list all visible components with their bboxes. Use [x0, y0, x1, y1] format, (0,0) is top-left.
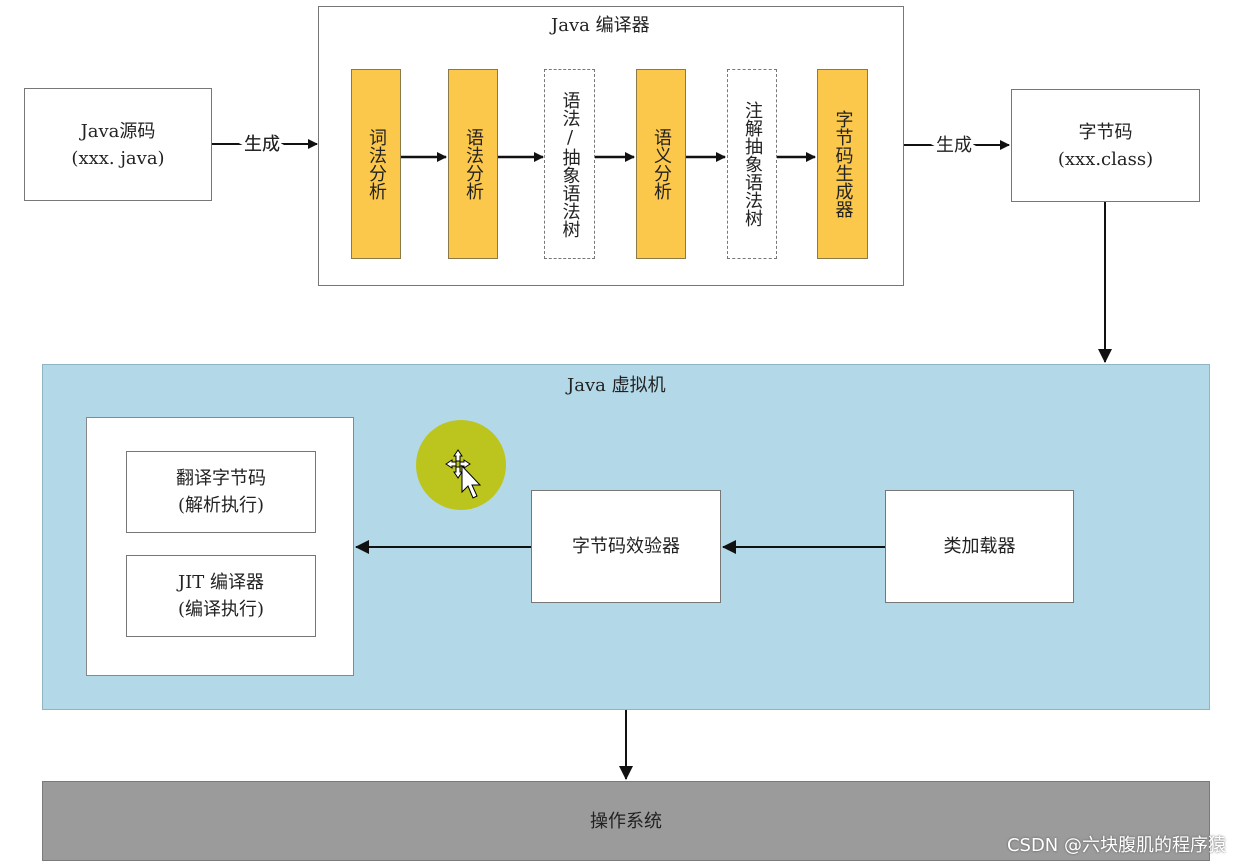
generate-label-right: 生成 [936, 135, 972, 156]
interpret-box: 翻译字节码 (解析执行) [126, 451, 316, 533]
syntax-tree-label: 语法/抽象语法树 [559, 90, 581, 238]
semantic-analysis-stage: 语义分析 [636, 69, 686, 259]
bytecode-generator-stage: 字节码生成器 [817, 69, 868, 259]
bytecode-verifier-label: 字节码效验器 [572, 536, 680, 557]
java-vm-title: Java 虚拟机 [567, 375, 666, 396]
class-loader-box: 类加载器 [885, 490, 1074, 603]
bytecode-label: 字节码 [1078, 121, 1133, 143]
jit-compiler-label: JIT 编译器 [177, 572, 265, 593]
interpret-mode: (解析执行) [177, 495, 265, 516]
jit-compiler-mode: (编译执行) [177, 599, 265, 620]
generate-label-left: 生成 [244, 134, 280, 155]
syntax-analysis-label: 语法分析 [463, 128, 484, 200]
operating-system-box: 操作系统 [42, 781, 1210, 861]
interpret-label: 翻译字节码 [176, 468, 266, 489]
annotated-tree-label: 注解抽象语法树 [742, 101, 763, 227]
java-source-box: Java源码 (xxx. java) [24, 88, 212, 201]
syntax-tree-stage: 语法/抽象语法树 [544, 69, 595, 259]
operating-system-label: 操作系统 [590, 810, 662, 832]
bytecode-filename: (xxx.class) [1057, 148, 1154, 170]
generate-label-left-fg: 生成 [244, 134, 280, 155]
bytecode-verifier-box: 字节码效验器 [531, 490, 721, 603]
lexical-analysis-label: 词法分析 [366, 128, 387, 200]
java-source-label: Java源码 [80, 120, 156, 142]
syntax-analysis-stage: 语法分析 [448, 69, 498, 259]
java-compiler-box: Java 编译器 词法分析 语法分析 语法/抽象语法树 语义分析 注解抽象语法树… [318, 6, 904, 286]
java-compiler-title: Java 编译器 [551, 15, 650, 36]
java-source-filename: (xxx. java) [71, 147, 165, 169]
annotated-tree-stage: 注解抽象语法树 [727, 69, 777, 259]
semantic-analysis-label: 语义分析 [651, 128, 672, 200]
move-cursor-icon [445, 449, 482, 499]
bytecode-box: 字节码 (xxx.class) [1011, 89, 1200, 202]
execution-engine-box: 翻译字节码 (解析执行) JIT 编译器 (编译执行) [86, 417, 354, 676]
watermark: CSDN @六块腹肌的程序猿 [1006, 835, 1226, 856]
jit-compiler-box: JIT 编译器 (编译执行) [126, 555, 316, 637]
class-loader-label: 类加载器 [943, 536, 1016, 557]
lexical-analysis-stage: 词法分析 [351, 69, 401, 259]
bytecode-generator-label: 字节码生成器 [832, 110, 854, 218]
